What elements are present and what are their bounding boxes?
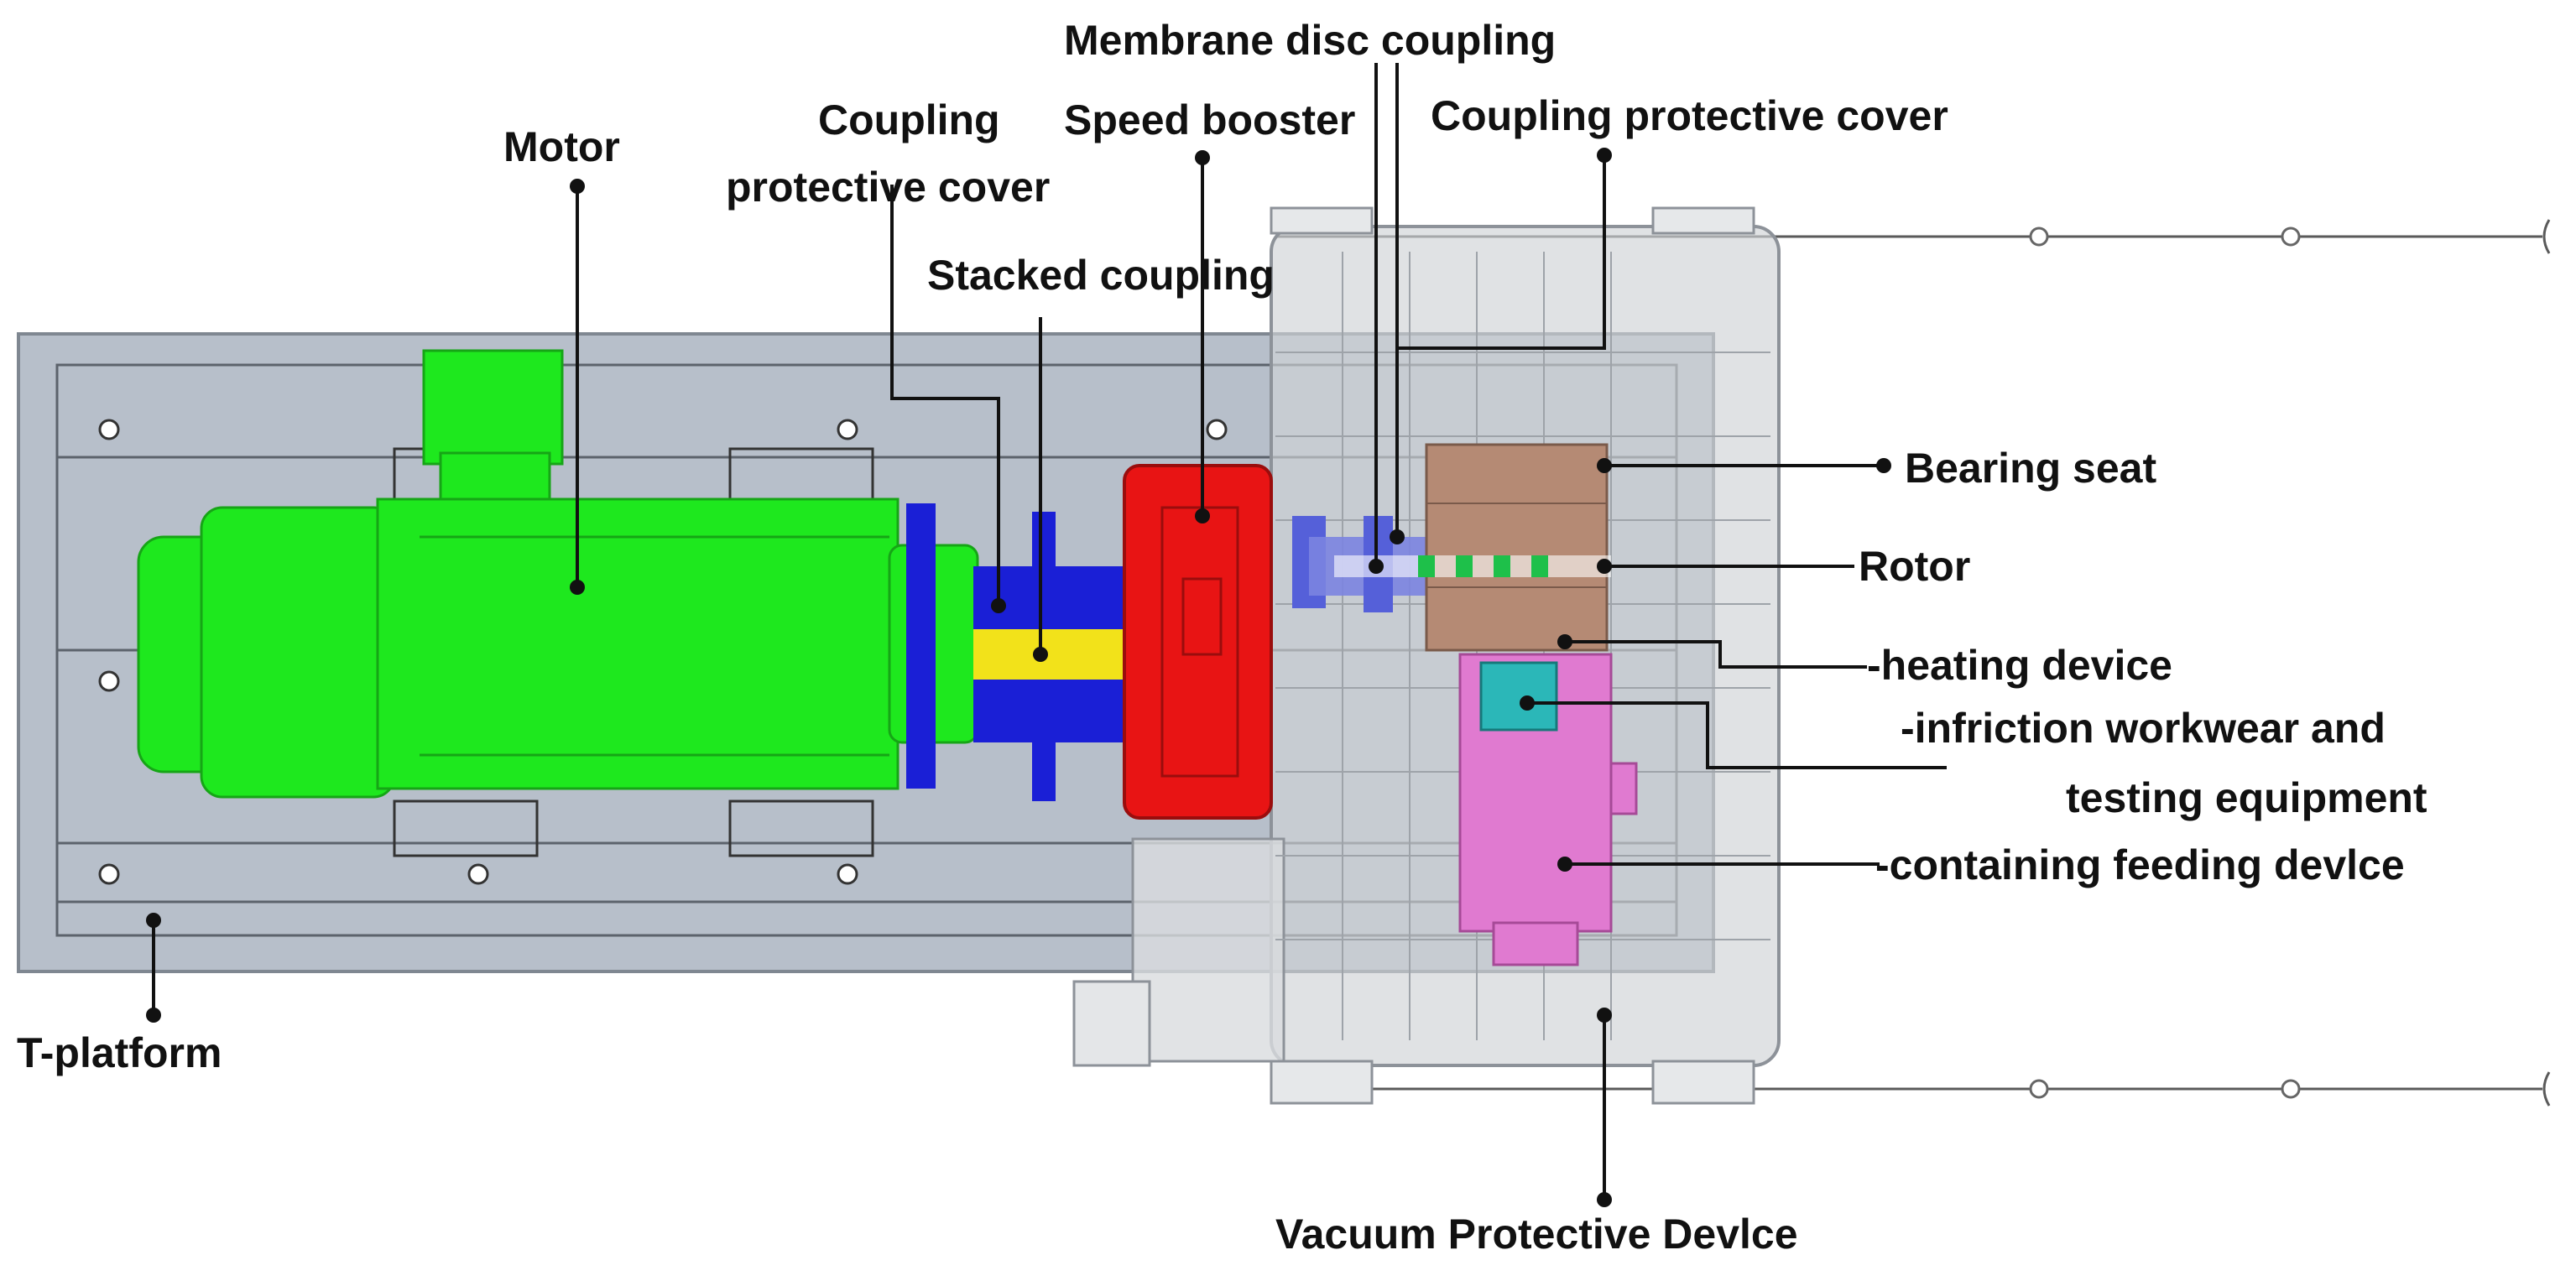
label-t-platform: T-platform (17, 1029, 222, 1076)
label-motor: Motor (503, 123, 620, 170)
label-rotor: Rotor (1859, 543, 1970, 590)
speed-booster (1123, 464, 1273, 820)
label-vacuum-protective-device: Vacuum Protective Devlce (1275, 1211, 1798, 1258)
label-membrane-disc-coupling: Membrane disc coupling (1064, 17, 1556, 64)
label-coupling-protective-cover-left-line2: protective cover (726, 164, 1050, 211)
label-speed-booster: Speed booster (1064, 96, 1355, 143)
label-bearing-seat: Bearing seat (1905, 445, 2156, 492)
label-stacked-coupling: Stacked coupling (927, 252, 1275, 299)
heating-device (1479, 661, 1558, 732)
label-containing-feeding-device: -containing feeding devlce (1875, 841, 2405, 888)
label-infriction-line1: -infriction workwear and (1901, 705, 2386, 752)
label-heating-device: -heating device (1867, 642, 2172, 689)
label-coupling-protective-cover-left-line1: Coupling (818, 96, 1000, 143)
label-infriction-line2: testing equipment (2066, 774, 2427, 821)
label-coupling-protective-cover-right: Coupling protective cover (1431, 92, 1948, 139)
bearing-seat (1425, 443, 1609, 652)
leader-lines (146, 63, 1947, 1207)
motor (137, 349, 979, 799)
